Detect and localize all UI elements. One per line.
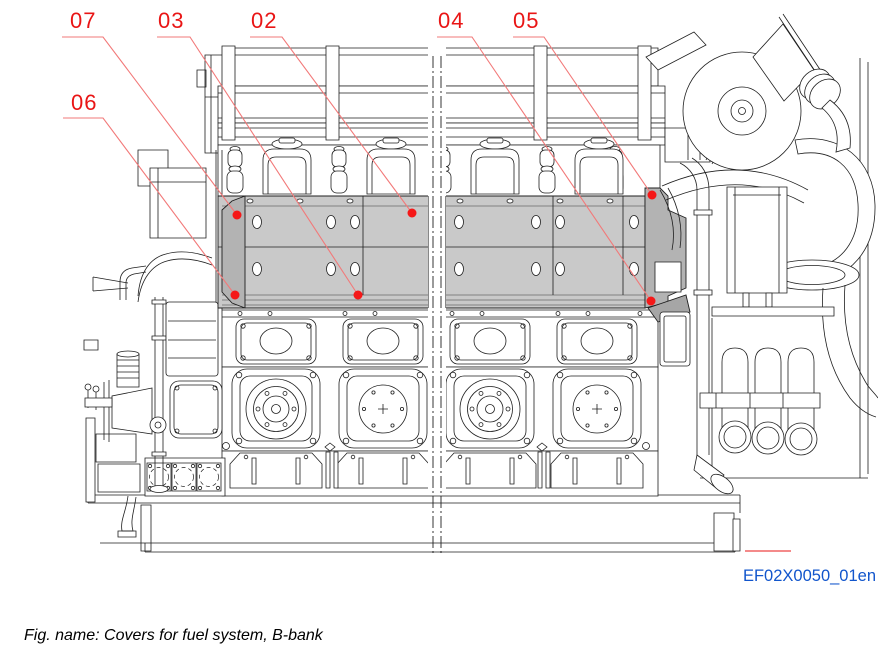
callout-label-07: 07 (70, 8, 97, 33)
callout-dot-02 (407, 208, 417, 218)
callout-label-05: 05 (513, 8, 540, 33)
callout-label-02: 02 (251, 8, 278, 33)
callout-label-06: 06 (71, 90, 98, 115)
callout-label-03: 03 (158, 8, 185, 33)
callout-leaders (62, 37, 791, 551)
engine-base (86, 418, 740, 552)
figure-code: EF02X0050_01en (742, 567, 876, 585)
callout-dot-06 (230, 290, 240, 300)
callout-dot-05 (647, 190, 657, 200)
section-break-centerlines (428, 46, 446, 553)
callout-dot-07 (232, 210, 242, 220)
callout-dot-04 (646, 296, 656, 306)
callout-label-04: 04 (438, 8, 465, 33)
callout-dot-03 (353, 290, 363, 300)
figure-caption: Fig. name: Covers for fuel system, B-ban… (24, 627, 323, 644)
free-end-equipment (84, 150, 222, 493)
turbocharger-assembly (646, 14, 878, 498)
